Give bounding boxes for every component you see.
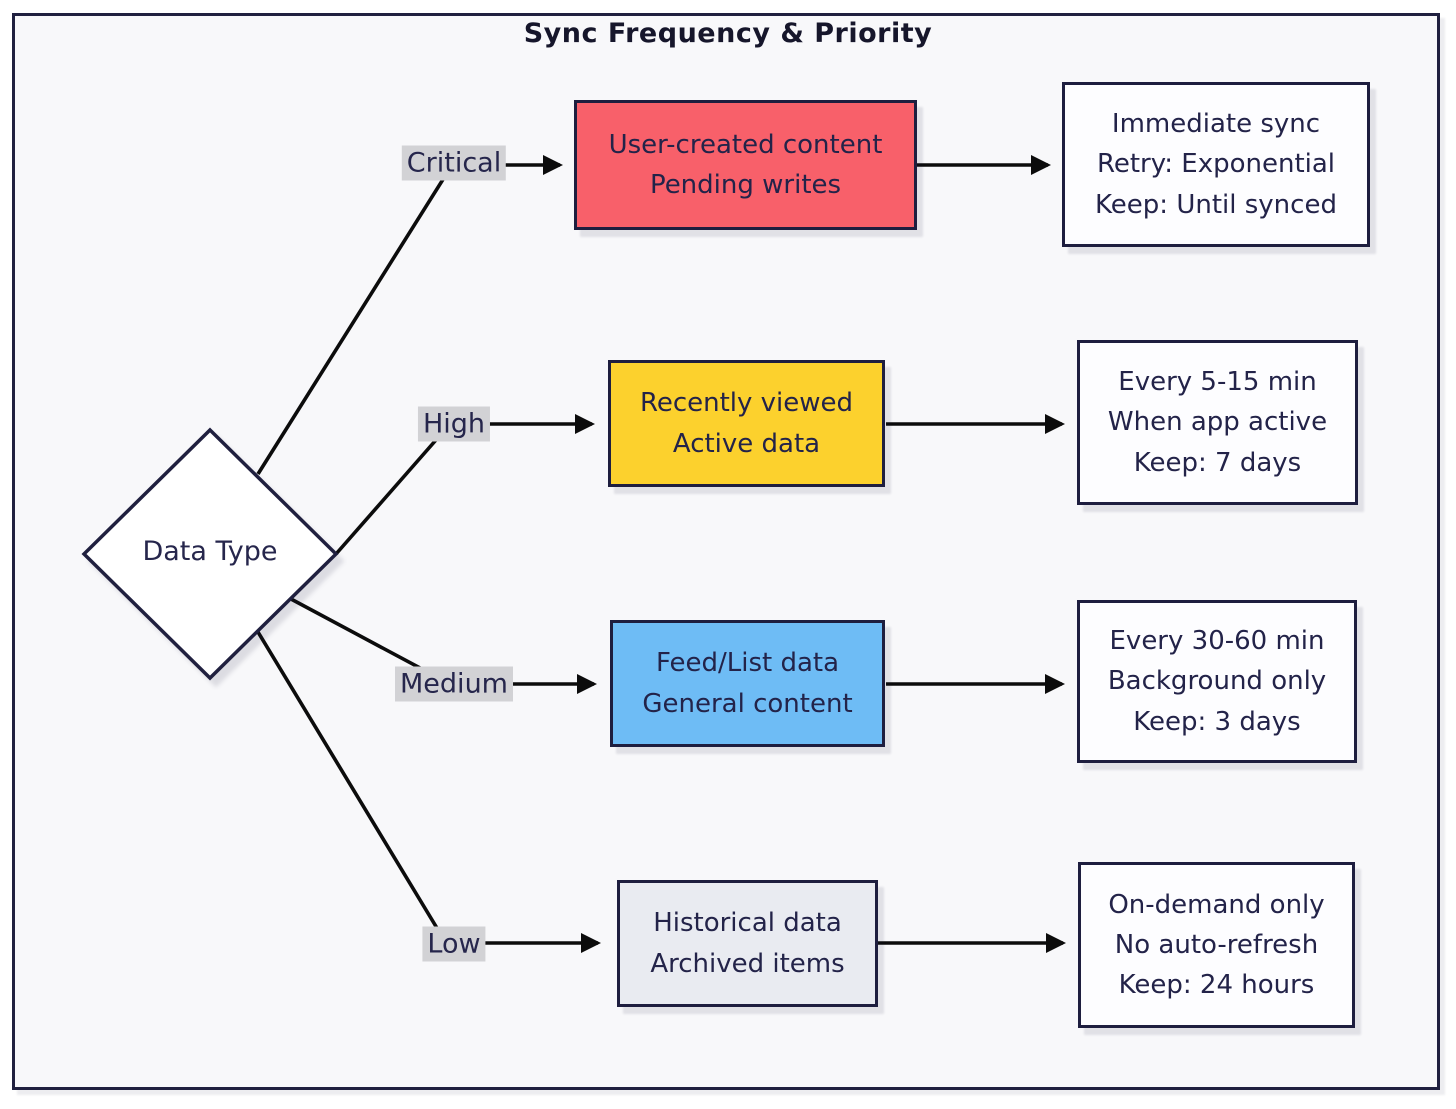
node-line: Recently viewed <box>639 388 854 419</box>
edge-label-low: Low <box>422 926 486 962</box>
outcome-high: Every 5-15 min When app active Keep: 7 d… <box>1077 340 1358 505</box>
outcome-line: Retry: Exponential <box>1096 149 1336 180</box>
decision-diamond <box>81 427 339 681</box>
node-line: User-created content <box>608 129 883 160</box>
node-line: General content <box>642 688 853 719</box>
node-line: Pending writes <box>649 170 842 200</box>
node-low: Historical data Archived items <box>617 880 878 1007</box>
outcome-line: Background only <box>1107 666 1327 697</box>
outcome-line: Keep: 7 days <box>1133 447 1302 478</box>
outcome-line: Every 5-15 min <box>1118 367 1317 398</box>
edge-label-medium: Medium <box>395 666 513 702</box>
outcome-line: When app active <box>1107 407 1328 438</box>
outcome-critical: Immediate sync Retry: Exponential Keep: … <box>1062 82 1370 247</box>
node-line: Historical data <box>653 908 842 939</box>
node-medium: Feed/List data General content <box>610 620 885 747</box>
node-line: Feed/List data <box>655 648 840 679</box>
node-critical: User-created content Pending writes <box>574 100 917 230</box>
node-line: Active data <box>672 428 821 459</box>
outcome-low: On-demand only No auto-refresh Keep: 24 … <box>1078 862 1355 1028</box>
outcome-line: Immediate sync <box>1111 109 1321 140</box>
outcome-line: Keep: 3 days <box>1133 706 1301 737</box>
outcome-line: Keep: 24 hours <box>1118 970 1315 1001</box>
edge-critical <box>256 154 564 475</box>
edge-label-high: High <box>417 406 491 442</box>
node-high: Recently viewed Active data <box>608 360 885 487</box>
node-line: Archived items <box>650 948 845 979</box>
diagram-title: Sync Frequency & Priority <box>523 18 933 49</box>
outcome-line: Keep: Until synced <box>1095 189 1337 220</box>
outcome-line: On-demand only <box>1108 889 1325 920</box>
outcome-medium: Every 30-60 min Background only Keep: 3 … <box>1077 600 1357 763</box>
edge-high <box>334 413 596 556</box>
outcome-line: Every 30-60 min <box>1109 626 1325 657</box>
decision-label: Data Type <box>142 536 278 567</box>
outcome-line: No auto-refresh <box>1114 929 1319 960</box>
edge-label-critical: Critical <box>401 145 507 181</box>
